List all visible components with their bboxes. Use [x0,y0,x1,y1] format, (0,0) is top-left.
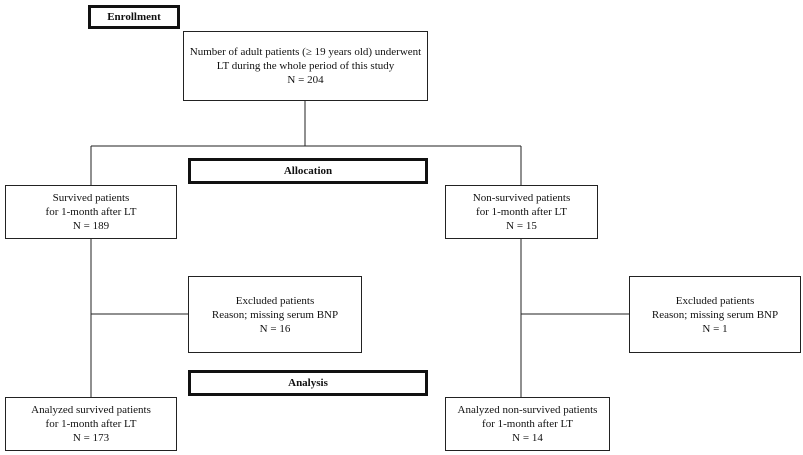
excluded-non-survived-count: N = 1 [702,322,728,335]
excluded-non-survived-line1: Excluded patients [675,294,755,307]
survived-patients-box: Survived patients for 1-month after LT N… [5,185,177,239]
total-patients-count: N = 204 [287,74,324,86]
analyzed-survived-line2: for 1-month after LT [45,418,137,430]
analyzed-non-survived-box: Analyzed non-survived patients for 1-mon… [445,397,610,451]
non-survived-patients-count: N = 15 [506,220,537,232]
excluded-non-survived-line2: Reason; missing serum BNP [651,308,779,321]
non-survived-patients-box: Non-survived patients for 1-month after … [445,185,598,239]
enrollment-label-text: Enrollment [107,11,161,23]
survived-patients-line1: Survived patients [52,192,130,204]
analysis-label-text: Analysis [288,377,328,389]
total-patients-line1: Number of adult patients (≥ 19 years old… [189,46,422,58]
excluded-survived-box: Excluded patients Reason; missing serum … [188,276,362,353]
non-survived-patients-line1: Non-survived patients [472,192,571,204]
analyzed-non-survived-line2: for 1-month after LT [482,418,573,430]
analyzed-non-survived-line1: Analyzed non-survived patients [457,404,598,416]
enrollment-label: Enrollment [88,5,180,29]
analyzed-survived-line1: Analyzed survived patients [31,404,151,416]
total-patients-box: Number of adult patients (≥ 19 years old… [183,31,428,101]
excluded-survived-line1: Excluded patients [235,294,315,307]
survived-patients-count: N = 189 [72,220,110,232]
excluded-non-survived-box: Excluded patients Reason; missing serum … [629,276,801,353]
analyzed-survived-box: Analyzed survived patients for 1-month a… [5,397,177,451]
excluded-survived-line2: Reason; missing serum BNP [211,308,339,321]
excluded-survived-count: N = 16 [259,322,291,335]
analyzed-non-survived-count: N = 14 [512,432,543,444]
total-patients-line2: LT during the whole period of this study [216,60,395,72]
allocation-label-text: Allocation [283,165,333,177]
analyzed-survived-count: N = 173 [72,432,110,444]
allocation-label: Allocation [188,158,428,184]
non-survived-patients-line2: for 1-month after LT [476,206,567,218]
survived-patients-line2: for 1-month after LT [45,206,137,218]
analysis-label: Analysis [188,370,428,396]
